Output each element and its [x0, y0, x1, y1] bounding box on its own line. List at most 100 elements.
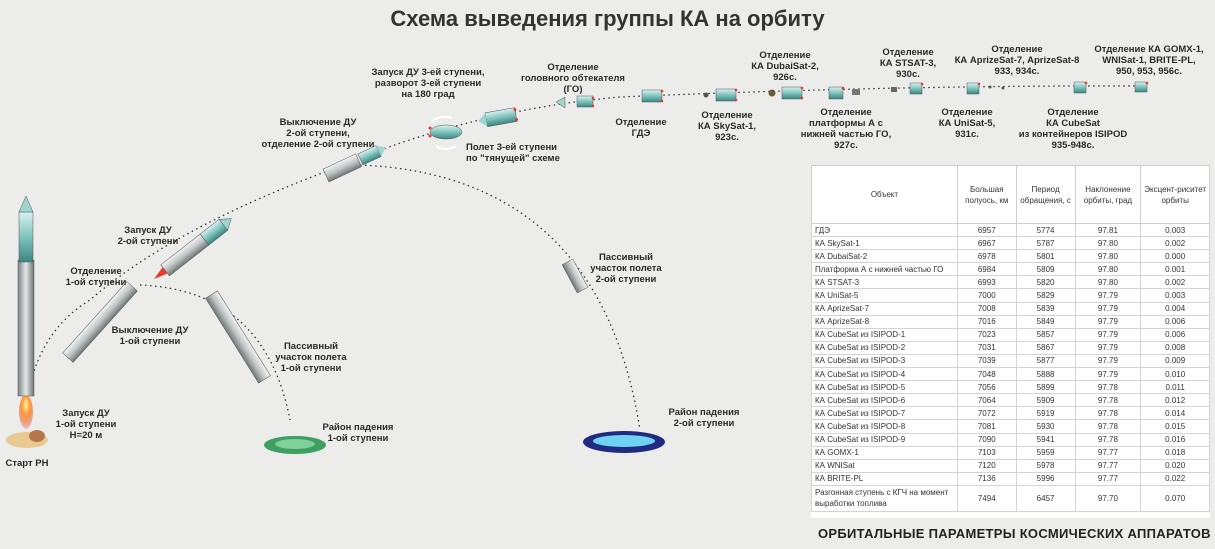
table-cell-object: КА CubeSat из ISIPOD-2: [811, 340, 958, 355]
table-cell-value: 97.78: [1074, 432, 1142, 447]
launch-pad: [6, 395, 48, 448]
label-stage1-shutdown: Выключение ДУ 1-ой ступени: [111, 325, 189, 347]
table-cell-value: 7494: [956, 484, 1017, 512]
table-cell-object: КА AprizeSat-8: [811, 314, 958, 329]
header-inclination: Наклонение орбиты, град: [1074, 165, 1142, 224]
table-cell-value: 97.70: [1074, 484, 1142, 512]
table-cell-object: КА CubeSat из ISIPOD-7: [811, 406, 958, 421]
header-period: Период обращения, с: [1015, 165, 1076, 224]
table-cell-value: 5959: [1015, 445, 1076, 460]
impact-area-1: [264, 436, 326, 454]
table-cell-value: 97.78: [1074, 380, 1142, 395]
table-cell-object: КА CubeSat из ISIPOD-8: [811, 419, 958, 434]
table-cell-value: 97.80: [1074, 262, 1142, 277]
table-cell-value: 97.78: [1074, 406, 1142, 421]
table-cell-value: 7103: [956, 445, 1017, 460]
label-stsat-separation: Отделение КА STSAT-3, 930с.: [879, 47, 937, 80]
table-cell-value: 97.79: [1074, 353, 1142, 369]
table-cell-value: 5801: [1015, 249, 1076, 264]
table-cell-value: 97.79: [1074, 301, 1142, 316]
table-cell-value: 0.070: [1140, 484, 1210, 512]
table-header-row: Объект Большая полуось, км Период обраще…: [811, 165, 1210, 224]
table-cell-value: 7008: [956, 301, 1017, 316]
stage2-rocket: [154, 218, 232, 280]
table-cell-value: 0.010: [1140, 367, 1210, 382]
table-cell-value: 5774: [1015, 222, 1076, 238]
table-cell-value: 0.000: [1140, 249, 1210, 264]
table-cell-object: КА CubeSat из ISIPOD-3: [811, 353, 958, 369]
table-cell-object: КА AprizeSat-7: [811, 301, 958, 316]
label-passive-flight-1: Пассивный участок полета 1-ой ступени: [275, 341, 347, 374]
table-cell-value: 0.001: [1140, 262, 1210, 277]
table-caption: ОРБИТАЛЬНЫЕ ПАРАМЕТРЫ КОСМИЧЕСКИХ АППАРА…: [818, 526, 1211, 541]
table-cell-value: 5809: [1015, 262, 1076, 277]
stage2-ballistic-path: [359, 164, 641, 431]
trajectory-paths: [27, 85, 1146, 431]
table-cell-value: 97.77: [1074, 471, 1142, 486]
table-cell-object: КА UniSat-5: [811, 288, 958, 303]
stage1-body: [62, 281, 138, 363]
table-cell-object: КА CubeSat из ISIPOD-4: [811, 367, 958, 382]
table-cell-value: 7056: [956, 380, 1017, 395]
table-cell-object: КА CubeSat из ISIPOD-1: [811, 327, 958, 342]
table-cell-value: 5888: [1015, 367, 1076, 382]
table-cell-value: 7136: [956, 471, 1017, 486]
table-cell-value: 97.78: [1074, 419, 1142, 434]
table-cell-value: 5919: [1015, 406, 1076, 421]
table-cell-object: КА DubaiSat-2: [811, 249, 958, 264]
stage3-sequence: [641, 81, 1149, 103]
stage2-separation: [322, 145, 386, 183]
table-cell-value: 7023: [956, 327, 1017, 342]
table-cell-value: 0.003: [1140, 222, 1210, 238]
label-unisat-separation: Отделение КА UniSat-5, 931с.: [938, 107, 996, 140]
label-impact-2: Район падения 2-ой ступени: [668, 407, 740, 429]
table-cell-value: 5829: [1015, 288, 1076, 303]
table-cell-value: 7120: [956, 458, 1017, 473]
table-cell-value: 7081: [956, 419, 1017, 434]
table-cell-value: 97.79: [1074, 327, 1142, 342]
rocket-on-pad: [17, 195, 35, 397]
table-cell-value: 7072: [956, 406, 1017, 421]
label-stage3-ignition: Запуск ДУ 3-ей ступени, разворот 3-ей ст…: [371, 67, 485, 100]
table-cell-value: 5839: [1015, 301, 1076, 316]
table-cell-value: 5857: [1015, 327, 1076, 342]
table-cell-value: 0.015: [1140, 419, 1210, 434]
label-fairing-separation: Отделение головного обтекателя (ГО): [521, 62, 625, 95]
table-cell-value: 5867: [1015, 340, 1076, 355]
table-cell-value: 0.022: [1140, 471, 1210, 486]
table-cell-object: ГДЭ: [811, 222, 958, 238]
orbital-parameters-table: Объект Большая полуось, км Период обраще…: [811, 165, 1210, 518]
table-cell-value: 6457: [1015, 484, 1076, 512]
table-cell-object: КА GOMX-1: [811, 445, 958, 460]
table-cell-value: 0.011: [1140, 380, 1210, 395]
table-cell-value: 0.002: [1140, 236, 1210, 251]
table-cell-value: 97.79: [1074, 367, 1142, 382]
impact-area-2: [583, 431, 665, 453]
table-cell-value: 6957: [956, 222, 1017, 238]
fairing-separation: [555, 95, 595, 109]
stage1-falling: [205, 290, 271, 384]
table-cell-value: 6993: [956, 275, 1017, 290]
table-cell-value: 7064: [956, 393, 1017, 408]
table-cell-value: 7048: [956, 367, 1017, 382]
table-cell-value: 5978: [1015, 458, 1076, 473]
page-title: Схема выведения группы КА на орбиту: [390, 6, 825, 31]
main-trajectory: [27, 85, 1146, 396]
table-cell-value: 7039: [956, 353, 1017, 369]
table-cell-object: Платформа А с нижней частью ГО: [811, 262, 958, 277]
table-cell-value: 0.003: [1140, 288, 1210, 303]
table-cell-value: 7000: [956, 288, 1017, 303]
table-cell-value: 97.78: [1074, 393, 1142, 408]
table-cell-value: 97.81: [1074, 222, 1142, 238]
